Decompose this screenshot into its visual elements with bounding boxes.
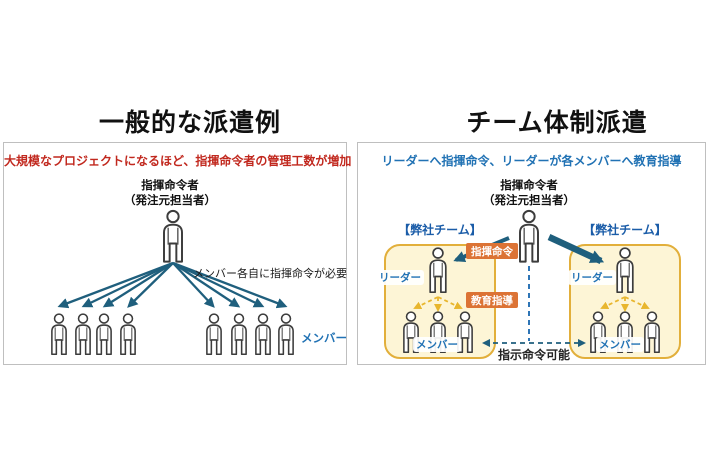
member-icon xyxy=(231,313,247,355)
commander-label: 指揮命令者 （発注元担当者） xyxy=(483,179,575,209)
member-icon xyxy=(51,313,67,355)
leader-icon xyxy=(616,247,634,293)
right-panel-note: リーダーへ指揮命令、リーダーが各メンバーへ教育指導 xyxy=(381,154,682,168)
commander-label-line2: （発注元担当者） xyxy=(124,194,216,207)
member-label-right: メンバー xyxy=(596,337,644,352)
team-dispatch-panel: リーダーへ指揮命令、リーダーが各メンバーへ教育指導 指揮命令者 （発注元担当者）… xyxy=(357,142,706,365)
commander-label: 指揮命令者 （発注元担当者） xyxy=(124,179,216,209)
commander-label-line1: 指揮命令者 xyxy=(500,180,558,192)
leader-icon xyxy=(429,247,447,293)
commander-label-line2: （発注元担当者） xyxy=(483,194,575,207)
team-label-right: 【弊社チーム】 xyxy=(583,223,667,237)
leader-label-left: リーダー xyxy=(376,270,424,285)
left-annotation: メンバー各自に指揮命令が必要 xyxy=(193,268,347,280)
commander-label-line1: 指揮命令者 xyxy=(141,180,199,192)
general-dispatch-panel: 大規模なプロジェクトになるほど、指揮命令者の管理工数が増加 指揮命令者 （発注元… xyxy=(3,142,352,365)
left-panel-note: 大規模なプロジェクトになるほど、指揮命令者の管理工数が増加 xyxy=(4,154,352,168)
member-icon xyxy=(255,313,271,355)
left-diagram-title: 一般的な派遣例 xyxy=(98,109,282,137)
member-icon xyxy=(278,313,294,355)
team-label-left: 【弊社チーム】 xyxy=(398,223,482,237)
member-icon xyxy=(120,313,136,355)
commander-icon xyxy=(519,209,539,263)
education-arrows-right xyxy=(600,296,650,313)
commander-icon xyxy=(163,209,183,263)
command-arrows xyxy=(57,261,288,309)
right-diagram-title: チーム体制派遣 xyxy=(466,109,648,137)
direct-command-note: 指示命令可能 xyxy=(497,348,571,362)
member-icon xyxy=(96,313,112,355)
member-label-left: メンバー xyxy=(413,337,461,352)
command-chip: 指揮命令 xyxy=(466,243,518,259)
education-chip: 教育指導 xyxy=(466,292,518,308)
command-arrow-right xyxy=(547,234,605,264)
member-icon xyxy=(206,313,222,355)
leader-label-right: リーダー xyxy=(568,270,616,285)
education-arrows-left xyxy=(413,296,463,313)
member-label: メンバー xyxy=(301,333,347,345)
